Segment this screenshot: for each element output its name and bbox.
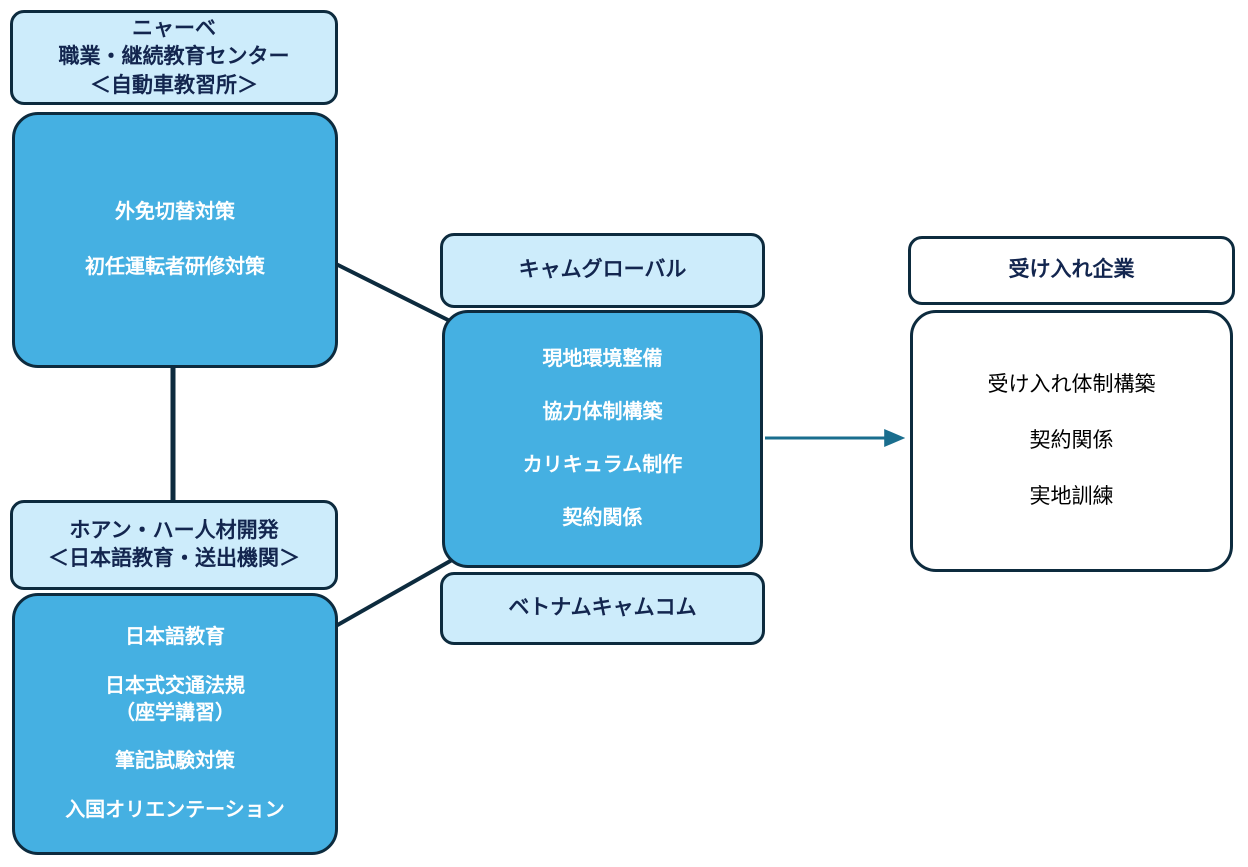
hoang-ha-item-1: 日本語教育: [125, 626, 225, 648]
nhat-be-header-line-1: ニャーベ: [132, 17, 216, 41]
hoang-ha-header-line-2: ＜日本語教育・送出機関＞: [48, 547, 300, 570]
connector-nhatbe-to-camglobal: [333, 261, 453, 324]
hoang-ha-item-2-line-1: 日本式交通法規: [105, 674, 245, 697]
vietnam-camcom-label: ベトナムキャムコム: [508, 596, 697, 620]
cam-global-header-label: キャムグローバル: [518, 258, 687, 282]
card-host-company-header[interactable]: 受け入れ企業: [908, 236, 1235, 305]
card-hoang-ha-body[interactable]: 日本語教育 日本式交通法規 （座学講習） 筆記試験対策 入国オリエンテーション: [12, 593, 338, 855]
card-vietnam-camcom-footer[interactable]: ベトナムキャムコム: [440, 572, 765, 645]
card-host-company-body[interactable]: 受け入れ体制構築 契約関係 実地訓練: [910, 310, 1233, 572]
card-nhat-be-header[interactable]: ニャーベ 職業・継続教育センター ＜自動車教習所＞: [10, 10, 338, 105]
hoang-ha-item-2: 日本式交通法規 （座学講習）: [105, 673, 245, 727]
connector-hoangha-to-camglobal: [333, 558, 453, 629]
hoang-ha-item-4: 入国オリエンテーション: [65, 799, 285, 822]
host-company-item-1: 受け入れ体制構築: [987, 372, 1156, 396]
host-company-item-3: 実地訓練: [1029, 485, 1114, 509]
host-company-item-2: 契約関係: [1029, 428, 1114, 452]
nhat-be-header-line-3: ＜自動車教習所＞: [90, 73, 258, 97]
nhat-be-header-line-2: 職業・継続教育センター: [58, 45, 290, 69]
card-nhat-be-body[interactable]: 外免切替対策 初任運転者研修対策: [12, 112, 338, 368]
cam-global-item-1: 現地環境整備: [542, 348, 663, 371]
cam-global-item-2: 協力体制構築: [542, 401, 663, 424]
card-cam-global-body[interactable]: 現地環境整備 協力体制構築 カリキュラム制作 契約関係: [442, 310, 763, 568]
hoang-ha-item-3: 筆記試験対策: [115, 750, 235, 773]
hoang-ha-item-2-line-2: （座学講習）: [115, 701, 235, 724]
card-hoang-ha-header[interactable]: ホアン・ハー人材開発 ＜日本語教育・送出機関＞: [10, 500, 338, 590]
nhat-be-item-2: 初任運転者研修対策: [85, 256, 265, 278]
cam-global-item-3: カリキュラム制作: [522, 454, 683, 476]
host-company-header-label: 受け入れ企業: [1008, 258, 1135, 282]
hoang-ha-header-line-1: ホアン・ハー人材開発: [69, 518, 279, 542]
card-cam-global-header[interactable]: キャムグローバル: [440, 233, 765, 308]
nhat-be-item-1: 外免切替対策: [115, 201, 235, 224]
cam-global-item-4: 契約関係: [562, 506, 643, 529]
